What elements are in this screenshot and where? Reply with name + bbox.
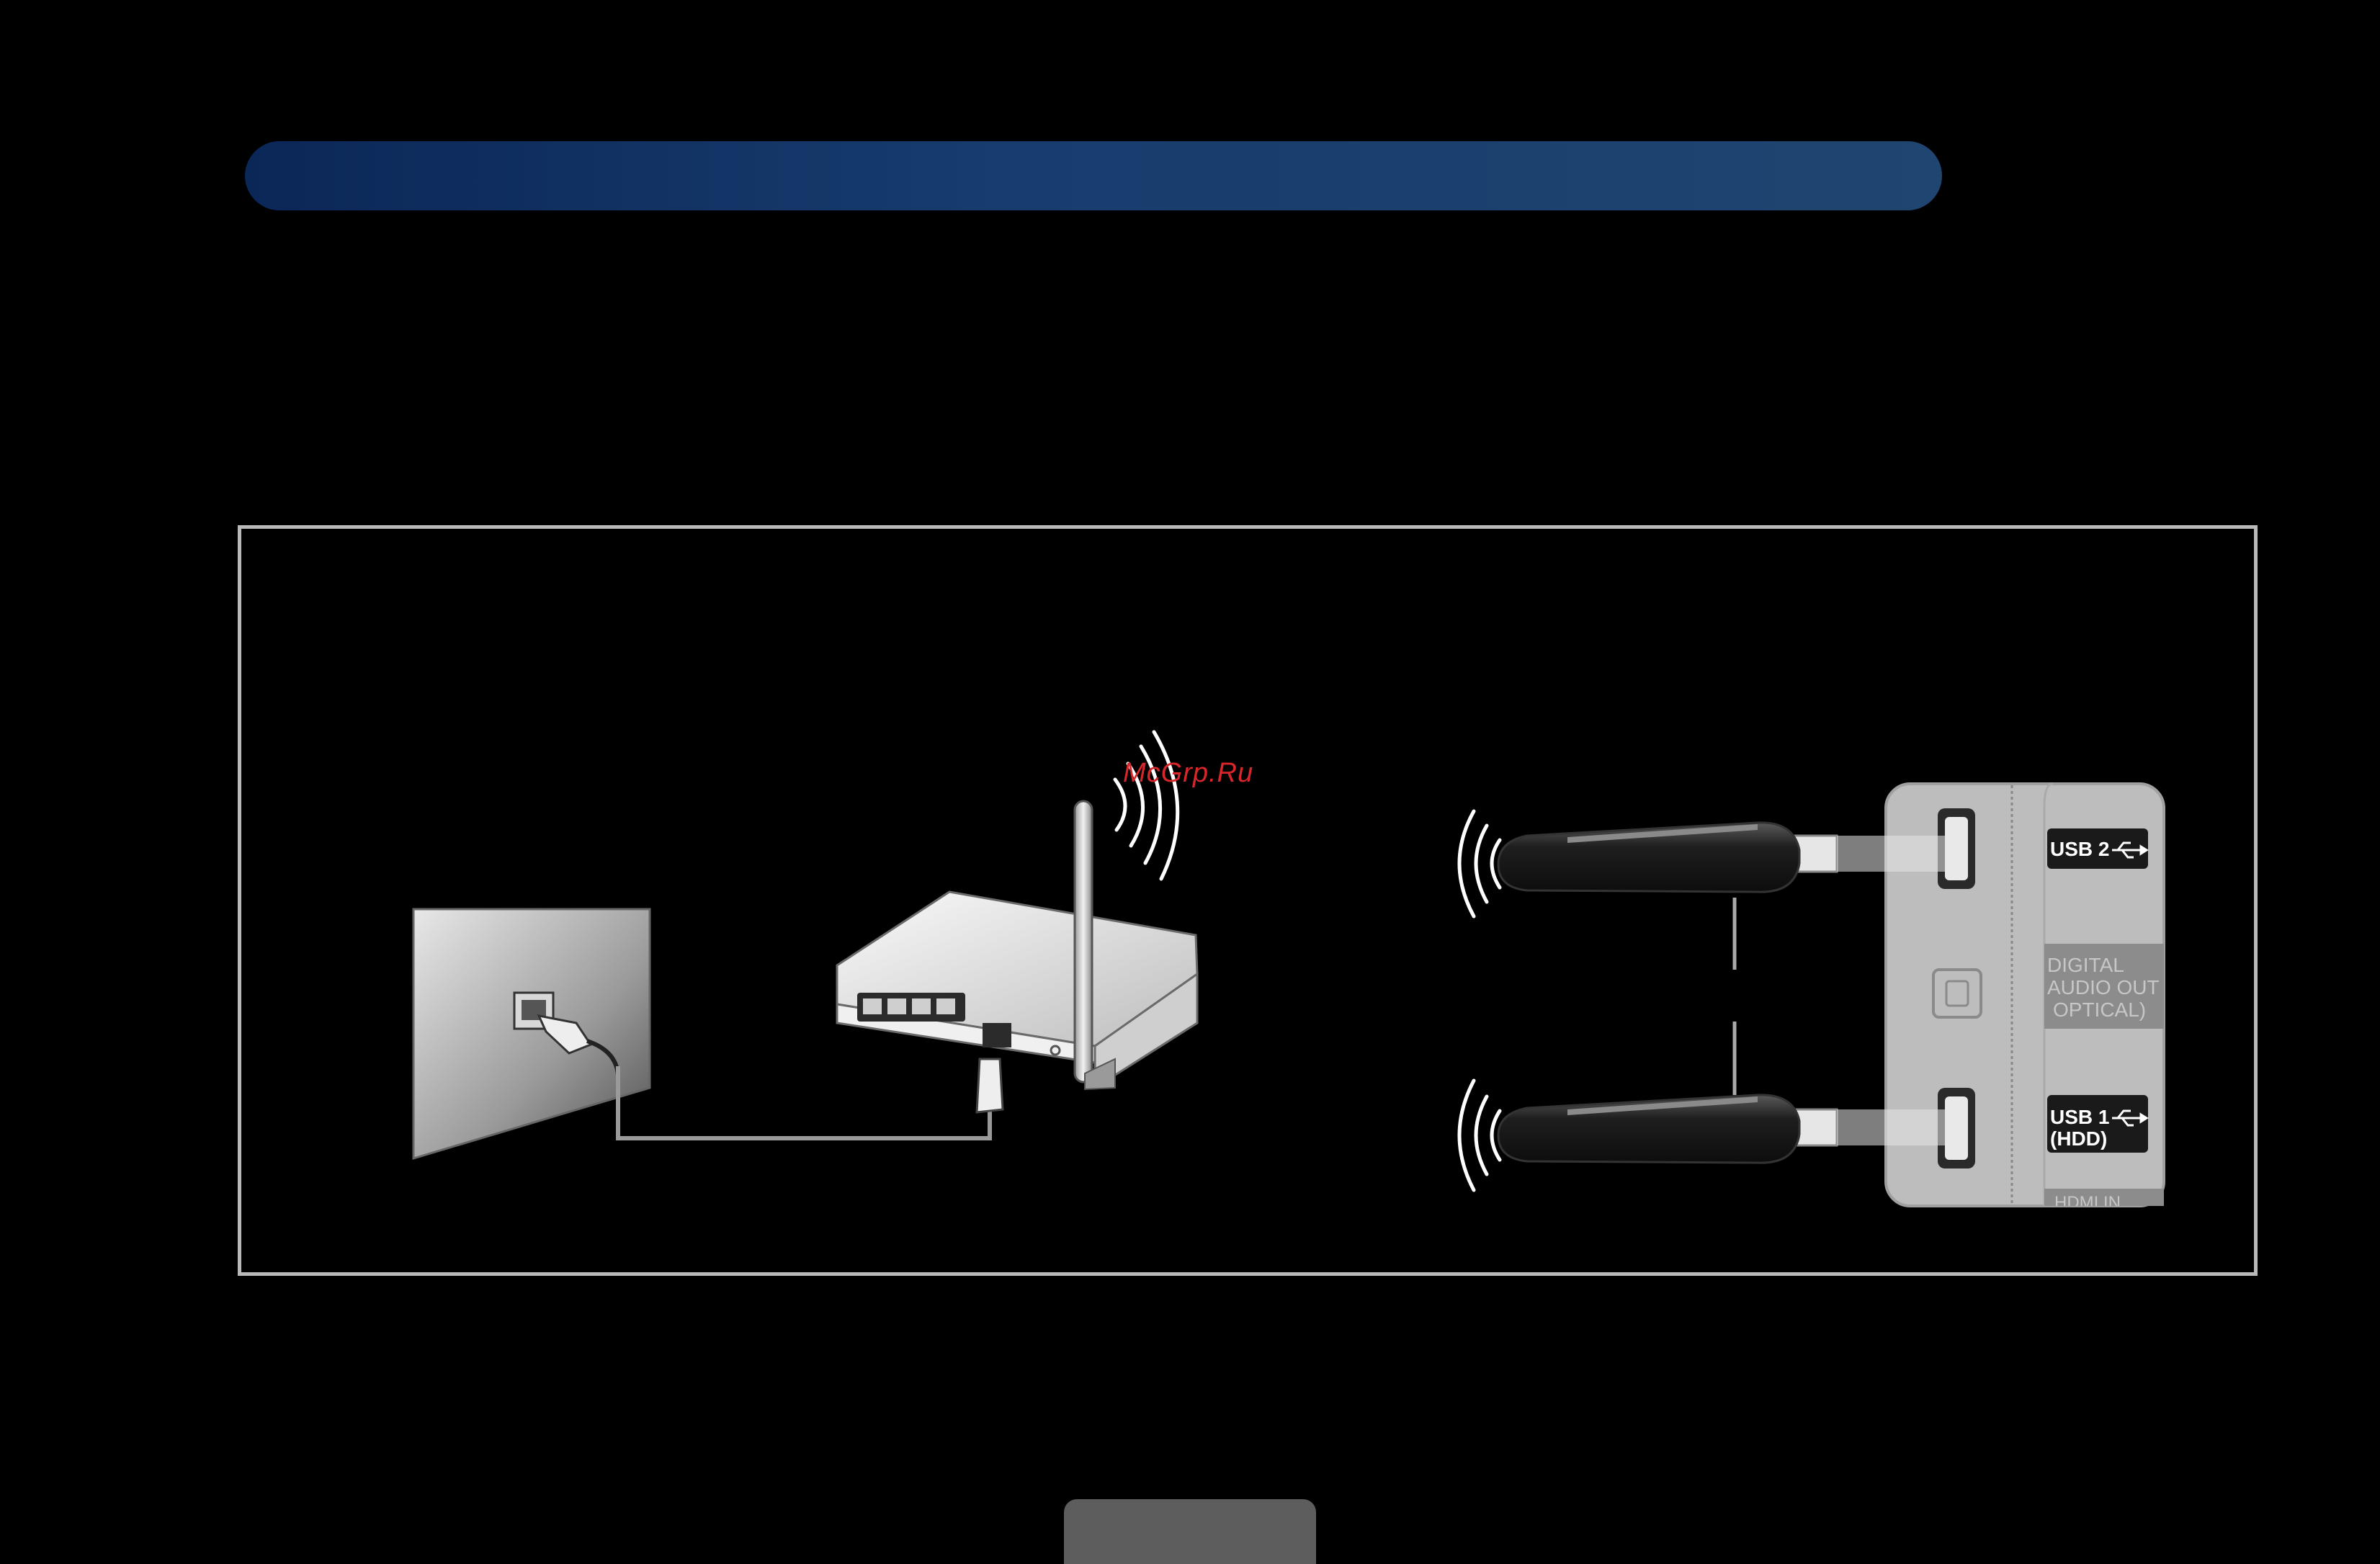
dongle-wifi-signal-icon-top: [1459, 811, 1500, 916]
wireless-lan-adapter-bottom: [1498, 1095, 1945, 1163]
dongle-wifi-signal-icon-bottom: [1459, 1081, 1500, 1190]
usb1-port-label-line2: (HDD): [2050, 1128, 2107, 1150]
optical-port-label-line2: AUDIO OUT: [2047, 976, 2160, 998]
lan-cable: [618, 1066, 990, 1138]
router-wifi-signal-icon: [1115, 732, 1178, 879]
usb2-port-label: USB 2: [2050, 839, 2109, 860]
optical-port-label-line1: DIGITAL: [2047, 954, 2124, 976]
wireless-lan-adapter-top: [1498, 823, 1945, 892]
page-tab[interactable]: [1064, 1499, 1316, 1564]
wireless-router: [837, 801, 1197, 1112]
watermark-text: McGrp.Ru: [1123, 758, 1253, 789]
optical-port-label-line3: OPTICAL): [2053, 998, 2146, 1021]
wall-lan-port: [413, 909, 650, 1158]
usb1-port-label-line1: USB 1: [2050, 1107, 2109, 1128]
hdmi-port-label: HDMI IN: [2054, 1192, 2121, 1206]
